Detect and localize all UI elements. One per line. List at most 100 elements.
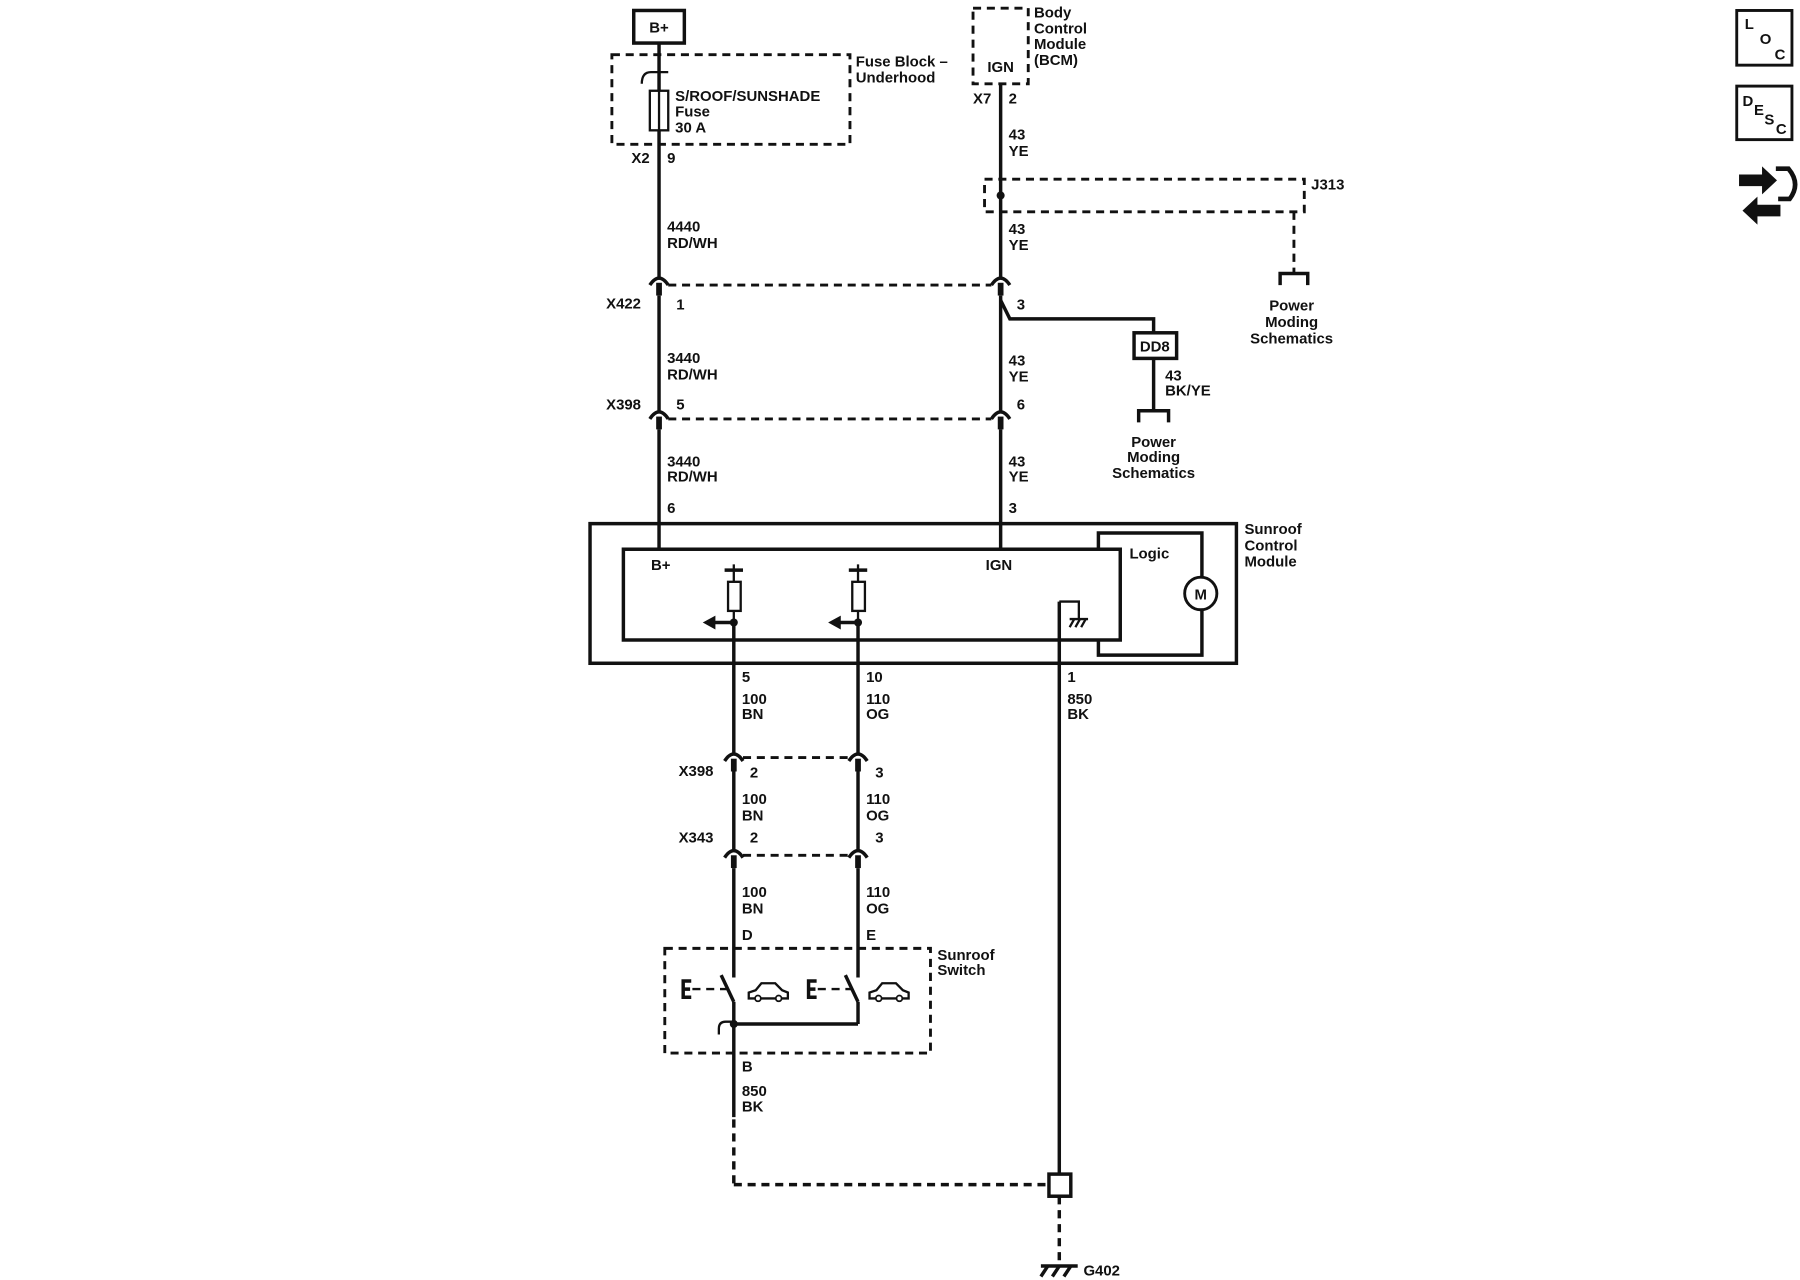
wire-circuit-number: 850 xyxy=(1067,691,1092,708)
sunroof-switch: Sunroof Switch xyxy=(663,946,996,1055)
fuse-name: S/ROOF/SUNSHADE xyxy=(675,88,820,105)
power-moding-reference-line: Power xyxy=(1131,434,1176,451)
location-letter: C xyxy=(1775,46,1786,63)
switch-outline xyxy=(663,946,932,1055)
module-pin-bplus: 6 xyxy=(667,500,675,517)
bplus-circuit: 4440 RD/WH 3440 RD/WH 3440 RD/WH 6 xyxy=(657,43,718,550)
power-moding-reference-line: Schematics xyxy=(1112,465,1195,482)
description-letter: S xyxy=(1764,111,1774,128)
motor-label: M xyxy=(1195,586,1207,603)
power-source-label: B+ xyxy=(649,20,669,37)
bcm-connector: X7 xyxy=(973,90,991,107)
arrow-left-icon xyxy=(1742,196,1781,225)
ground-g402: G402 xyxy=(1039,1262,1120,1279)
power-moding-reference-line: Moding xyxy=(1265,314,1318,331)
fuse-rating: 30 A xyxy=(675,120,706,137)
car-wheel-icon xyxy=(895,994,904,1003)
fuse-block-outline xyxy=(610,53,852,146)
wire-color: RD/WH xyxy=(667,366,718,383)
signal-arrow-head xyxy=(702,615,716,630)
signal-arrow-head xyxy=(828,615,841,630)
description-view-button[interactable]: D E S C xyxy=(1735,84,1794,142)
wire-color: YE xyxy=(1009,369,1029,386)
power-source-bplus: B+ xyxy=(632,8,687,45)
switch-actuator-icon xyxy=(681,979,692,999)
car-wheel-icon xyxy=(874,994,883,1003)
connector-terminal xyxy=(847,752,869,763)
connector-terminal xyxy=(648,410,670,420)
ground-icon-ticks xyxy=(1039,1265,1073,1278)
power-moding-reference-line: Schematics xyxy=(1250,330,1333,347)
splice-dot xyxy=(996,191,1005,200)
power-moding-reference-line: Power xyxy=(1269,298,1314,315)
connector-terminal xyxy=(723,752,745,763)
switch-ground-circuit: B 850 BK xyxy=(732,1001,1049,1187)
location-letter: L xyxy=(1745,16,1754,33)
module-terminal-bplus: B+ xyxy=(651,557,671,574)
module-pin-ground: 1 xyxy=(1067,669,1075,686)
wire-circuit-number: 43 xyxy=(1009,454,1026,471)
bcm-pin: 2 xyxy=(1009,90,1017,107)
switch-name-line: Sunroof xyxy=(937,947,995,964)
ground-lead xyxy=(1059,600,1080,620)
bus-bar-icon xyxy=(640,70,669,84)
body-control-module: IGN Body Control Module (BCM) X7 2 xyxy=(971,4,1087,108)
pullup-resistor-b xyxy=(828,564,868,630)
module-name-line: Sunroof xyxy=(1244,521,1302,538)
ground-id: G402 xyxy=(1083,1262,1120,1279)
connector-x343: X343 2 3 xyxy=(679,829,884,869)
fuse-block-pin: 9 xyxy=(667,150,675,167)
connector-pin-number: 6 xyxy=(1017,397,1025,414)
switch-pin-signal-b: E xyxy=(866,927,876,944)
dd8-branch: DD8 43 BK/YE Power Moding Schematics xyxy=(999,299,1211,482)
ground-icon-ticks xyxy=(1068,618,1087,628)
wire-color: OG xyxy=(866,706,889,723)
location-view-button[interactable]: L O C xyxy=(1735,9,1794,67)
wire-circuit-number: 43 xyxy=(1009,352,1026,369)
bcm-pin-label: IGN xyxy=(987,59,1014,76)
resistor-body xyxy=(851,580,867,613)
wire-circuit-number: 43 xyxy=(1009,127,1026,144)
connector-terminal xyxy=(648,276,670,287)
bcm-name-line: Control xyxy=(1034,21,1087,38)
dd8-label: DD8 xyxy=(1140,338,1170,355)
connector-x398-lower: X398 2 3 xyxy=(679,752,884,781)
repair-procedures-button[interactable] xyxy=(1739,166,1798,225)
module-ground-circuit: 1 850 BK xyxy=(1047,601,1092,1265)
bcm-name-line: Body xyxy=(1034,4,1072,21)
motor-icon xyxy=(1183,575,1219,612)
wire-branch xyxy=(999,299,1156,333)
wire-circuit-number: 110 xyxy=(866,691,890,708)
bcm-name-line: Module xyxy=(1034,36,1086,53)
fuse-block-name-line: Underhood xyxy=(856,70,936,87)
connector-terminal xyxy=(847,848,869,859)
description-letter: D xyxy=(1742,93,1753,110)
wire-color: BK xyxy=(742,1098,764,1115)
bcm-name-line: (BCM) xyxy=(1034,52,1078,69)
wire-color: BK xyxy=(1067,706,1089,723)
wire-circuit-number: 43 xyxy=(1009,221,1026,238)
arrow-right-icon xyxy=(1739,166,1777,195)
connector-x422: X422 1 3 xyxy=(606,276,1025,314)
switch-actuator-icon xyxy=(806,979,817,999)
car-wheel-icon xyxy=(774,994,783,1003)
switch-blade xyxy=(843,974,860,1003)
wire-color: YE xyxy=(1009,237,1029,254)
wire-color: OG xyxy=(866,807,889,824)
splice-pack-id: J313 xyxy=(1311,177,1344,194)
connector-x398-upper: X398 5 6 xyxy=(606,397,1025,430)
connector-id: X398 xyxy=(606,397,641,414)
wire-circuit-number: 3440 xyxy=(667,350,700,367)
module-name-line: Control xyxy=(1244,537,1297,554)
switch-blade xyxy=(719,974,736,1003)
wire-color: YE xyxy=(1009,469,1029,486)
wire-circuit-number: 110 xyxy=(866,791,890,808)
description-view-frame xyxy=(1735,84,1794,142)
connector-pin-number: 3 xyxy=(875,764,883,781)
switch-signal-a-circuit: 5 100 BN 100 BN 100 BN D xyxy=(732,622,767,978)
wire-circuit-number: 4440 xyxy=(667,218,700,235)
splice-pack-outline xyxy=(983,177,1306,214)
wire-circuit-number: 100 xyxy=(742,691,767,708)
module-pin-signal-b: 10 xyxy=(866,669,883,686)
